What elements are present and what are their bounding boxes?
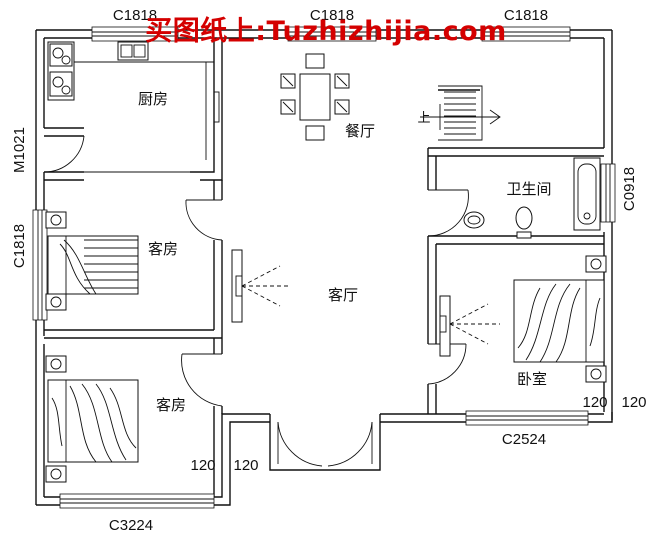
dim-bottom-left-a: 120 <box>190 457 215 474</box>
label-living-room: 客厅 <box>328 286 358 304</box>
code-top-center: C1818 <box>310 7 354 24</box>
label-guest-room-1: 客房 <box>148 240 178 258</box>
dim-bedroom-right-outer: 120 <box>621 394 646 411</box>
label-dining: 餐厅 <box>345 122 375 140</box>
interior-walls <box>44 38 604 497</box>
bed-guest-1 <box>45 211 139 311</box>
doors <box>43 135 469 467</box>
label-master-bedroom: 卧室 <box>517 370 547 388</box>
kitchen-fixtures <box>47 41 220 160</box>
window-top-center <box>287 26 377 42</box>
label-stair-up: 上 <box>417 111 430 126</box>
bed-guest-2 <box>45 355 139 483</box>
label-kitchen: 厨房 <box>138 90 168 108</box>
code-top-right: C1818 <box>504 7 548 24</box>
staircase <box>420 85 501 141</box>
bed-master <box>513 255 607 383</box>
window-bottom-left <box>59 493 215 509</box>
tv-units <box>231 249 500 357</box>
label-guest-room-2: 客房 <box>156 396 186 414</box>
dim-bottom-left-b: 120 <box>233 457 258 474</box>
dining-table-set <box>280 53 350 141</box>
code-right-bath: C0918 <box>621 167 638 211</box>
code-top-left: C1818 <box>113 7 157 24</box>
window-left-middle <box>32 209 48 321</box>
bathroom-fixtures <box>463 157 601 239</box>
windows <box>32 26 616 509</box>
code-left-upper: M1021 <box>11 127 28 173</box>
code-left-middle: C1818 <box>11 224 28 268</box>
room-labels: 厨房 餐厅 卫生间 客房 客厅 卧室 客房 上 <box>138 90 552 414</box>
code-bottom-left: C3224 <box>109 517 153 534</box>
window-right-bottom <box>465 410 589 426</box>
window-top-right <box>481 26 571 42</box>
code-right-bottom: C2524 <box>502 431 546 448</box>
dimension-marks: 120 120 120 120 <box>190 394 646 474</box>
opening-codes: C1818 C1818 C1818 M1021 C1818 C0918 C252… <box>11 7 638 534</box>
dim-bedroom-right-inner: 120 <box>582 394 607 411</box>
label-bathroom: 卫生间 <box>506 180 551 198</box>
watermark: 买图纸上:Tuzhizhijia.com <box>145 15 507 47</box>
window-right-bath <box>600 163 616 223</box>
window-top-left <box>91 26 179 42</box>
